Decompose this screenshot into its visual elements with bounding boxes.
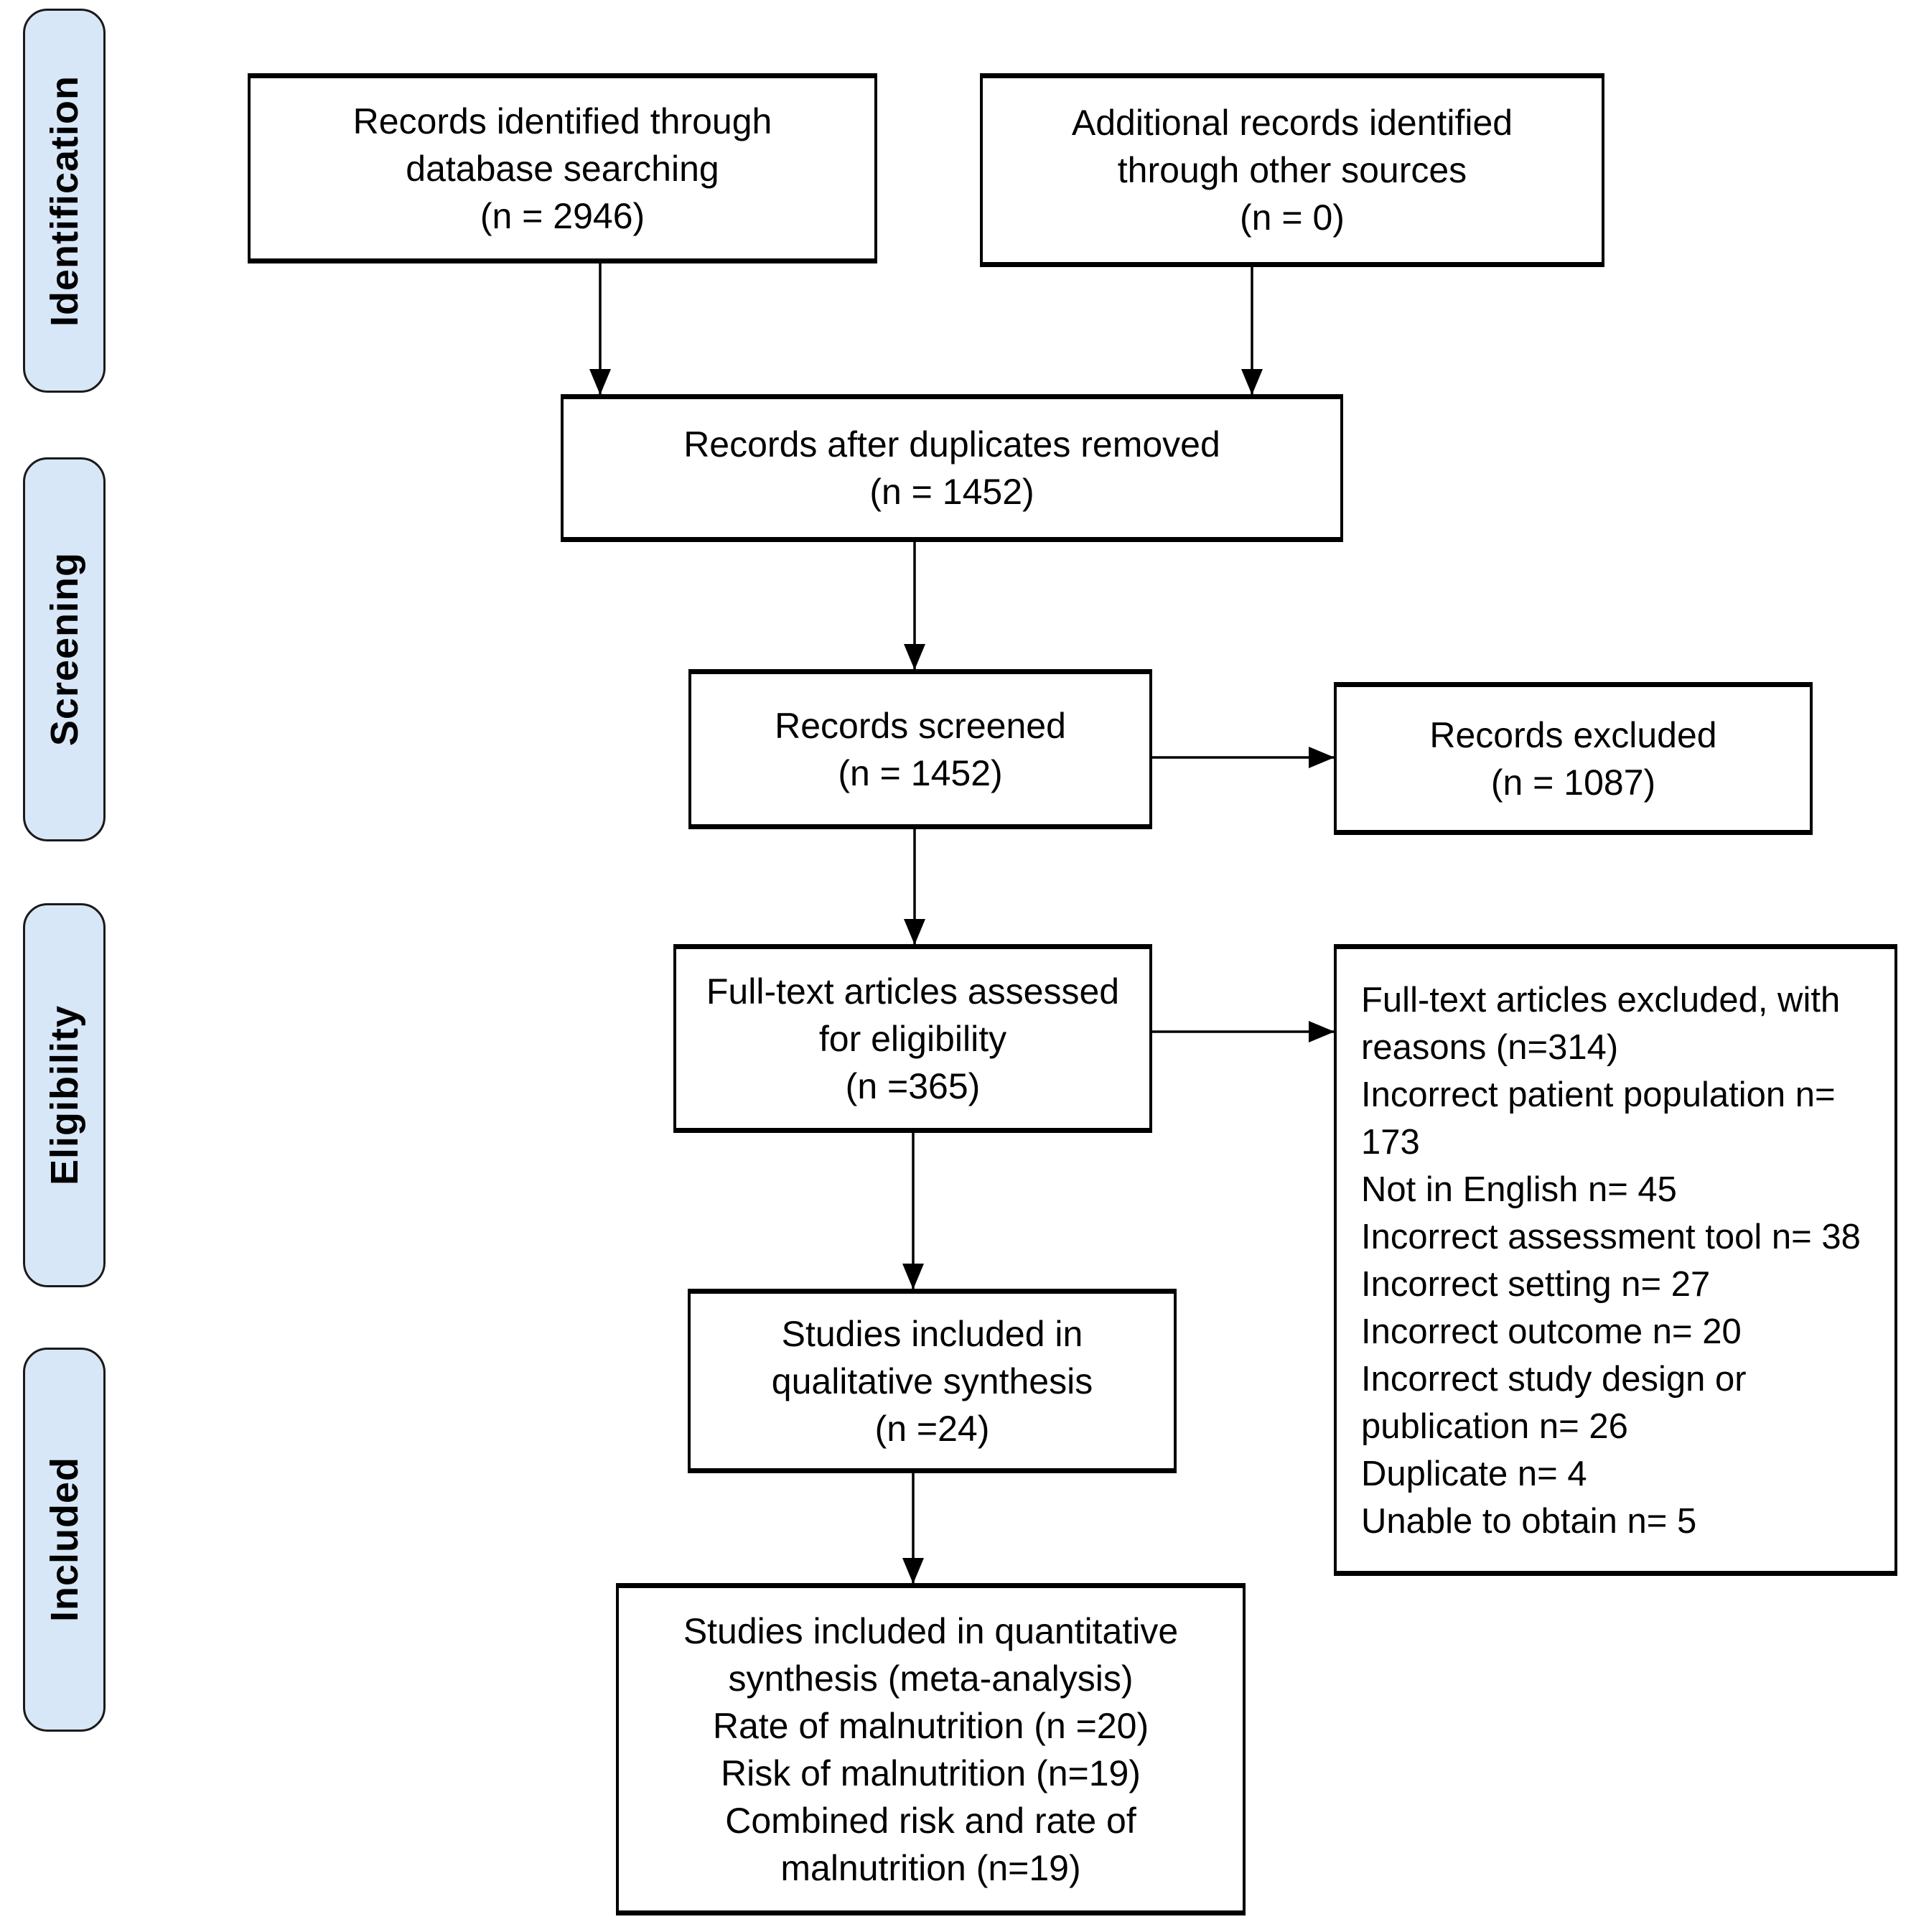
box-records-screened: Records screened (n = 1452): [688, 669, 1152, 829]
box-duplicates-removed: Records after duplicates removed (n = 14…: [561, 394, 1343, 542]
stage-label-identification: Identification: [23, 9, 106, 393]
box-fulltext-assessed: Full-text articles assessed for eligibil…: [673, 944, 1152, 1133]
box-records-identified: Records identified through database sear…: [248, 73, 877, 263]
box-records-excluded: Records excluded (n = 1087): [1334, 682, 1813, 835]
box-records-identified-text: Records identified through database sear…: [352, 101, 772, 236]
box-quantitative-synthesis: Studies included in quantitative synthes…: [616, 1583, 1246, 1915]
box-quantitative-synthesis-text: Studies included in quantitative synthes…: [683, 1610, 1179, 1888]
stage-label-eligibility: Eligibility: [23, 903, 106, 1287]
box-qualitative-synthesis-text: Studies included in qualitative synthesi…: [771, 1313, 1093, 1449]
box-fulltext-excluded-reasons: Full-text articles excluded, with reason…: [1334, 944, 1897, 1576]
stage-label-included: Included: [23, 1348, 106, 1732]
box-duplicates-removed-text: Records after duplicates removed (n = 14…: [683, 424, 1220, 512]
box-additional-records: Additional records identified through ot…: [980, 73, 1604, 267]
stage-label-screening: Screening: [23, 457, 106, 841]
box-qualitative-synthesis: Studies included in qualitative synthesi…: [688, 1289, 1177, 1473]
box-fulltext-assessed-text: Full-text articles assessed for eligibil…: [706, 971, 1120, 1106]
box-fulltext-excluded-reasons-text: Full-text articles excluded, with reason…: [1361, 981, 1861, 1541]
box-records-excluded-text: Records excluded (n = 1087): [1429, 714, 1717, 803]
box-additional-records-text: Additional records identified through ot…: [1071, 103, 1513, 238]
box-records-screened-text: Records screened (n = 1452): [775, 705, 1066, 793]
